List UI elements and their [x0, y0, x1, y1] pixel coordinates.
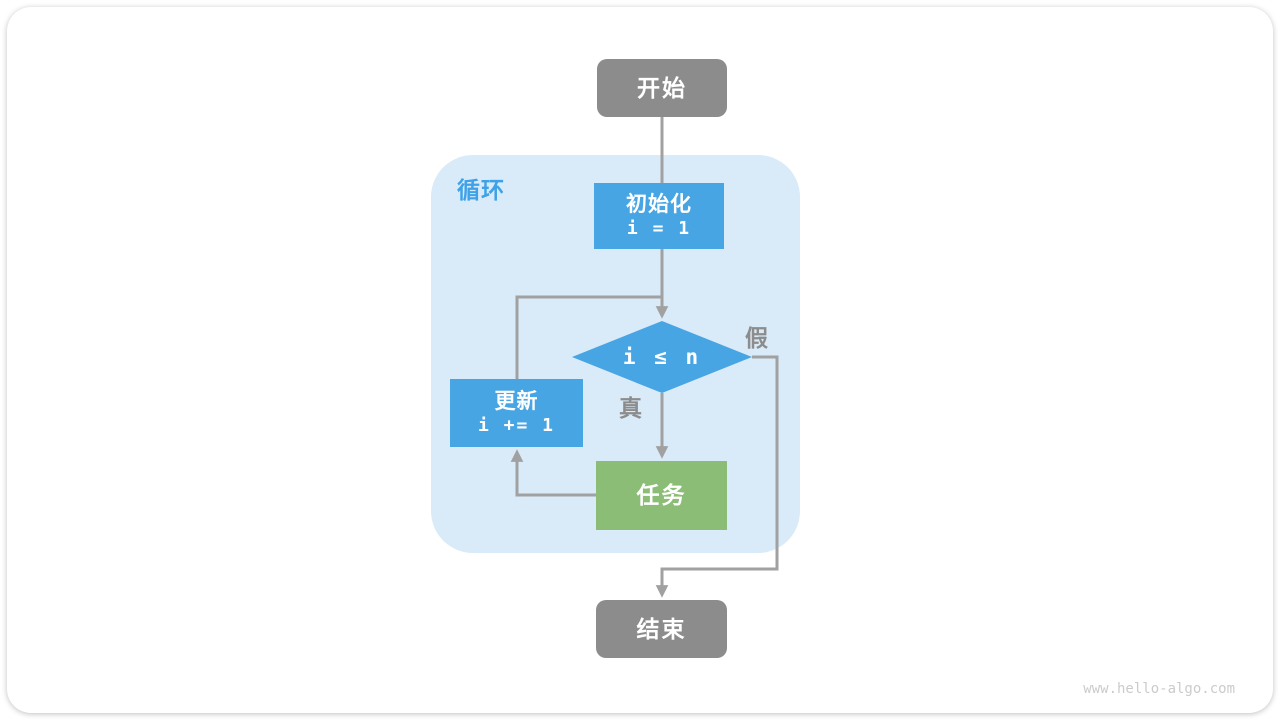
- watermark: www.hello-algo.com: [1083, 681, 1235, 697]
- start-node: 开始: [597, 59, 727, 117]
- update-node: 更新 i += 1: [450, 379, 583, 447]
- page-frame: 循环 开始 初始化 i =: [7, 7, 1273, 713]
- task-node: 任务: [596, 461, 727, 530]
- loop-flowchart: 循环 开始 初始化 i =: [7, 7, 1273, 713]
- loop-container-label: 循环: [457, 177, 505, 203]
- update-node-code: i += 1: [477, 414, 556, 436]
- edge-task-to-update: [510, 449, 596, 497]
- init-node-label: 初始化: [626, 192, 692, 216]
- condition-diamond-shape: [572, 321, 752, 393]
- init-node-code: i = 1: [626, 217, 692, 239]
- condition-node-label: i ≤ n: [622, 345, 702, 369]
- start-node-label: 开始: [637, 74, 687, 101]
- task-node-label: 任务: [636, 482, 687, 509]
- edge-update-loopback: [515, 295, 662, 379]
- edge-condition-false-to-end: [655, 355, 779, 598]
- flow-connectors: [510, 117, 779, 598]
- end-node: 结束: [596, 600, 727, 658]
- true-branch-label: 真: [619, 395, 642, 421]
- false-branch-label: 假: [745, 325, 768, 351]
- update-node-label: 更新: [494, 389, 539, 413]
- end-node-label: 结束: [636, 615, 687, 642]
- init-node: 初始化 i = 1: [594, 183, 724, 249]
